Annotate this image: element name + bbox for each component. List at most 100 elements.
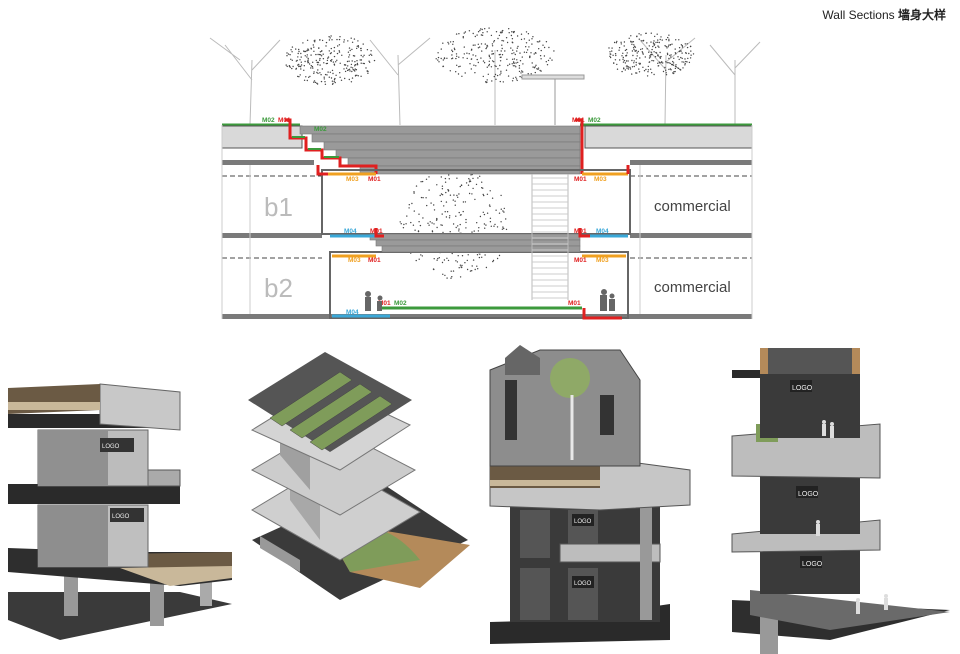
canopy-dot bbox=[480, 43, 483, 45]
canopy-dot bbox=[323, 62, 325, 64]
canopy-dot bbox=[622, 61, 625, 63]
canopy-dot bbox=[456, 261, 459, 263]
canopy-dot bbox=[452, 41, 454, 43]
canopy-dot bbox=[688, 61, 691, 64]
canopy-dot bbox=[503, 207, 505, 210]
canopy-dot bbox=[649, 56, 652, 58]
canopy-dot bbox=[612, 54, 614, 56]
canopy-dot bbox=[483, 213, 486, 216]
canopy-dot bbox=[655, 41, 657, 44]
canopy-dot bbox=[654, 56, 657, 58]
canopy-dot bbox=[441, 194, 444, 196]
canopy-dot bbox=[545, 61, 547, 63]
canopy-dot bbox=[486, 31, 488, 33]
canopy-dot bbox=[624, 69, 626, 71]
canopy-dot bbox=[472, 259, 475, 261]
canopy-dot bbox=[307, 48, 309, 50]
canopy-dot bbox=[681, 52, 683, 54]
canopy-dot bbox=[675, 39, 677, 41]
canopy-dot bbox=[455, 71, 457, 73]
canopy-dot bbox=[457, 196, 459, 198]
canopy-dot bbox=[306, 39, 309, 41]
canopy-dot bbox=[511, 63, 513, 65]
canopy-dot bbox=[440, 193, 443, 195]
canopy-dot bbox=[625, 48, 628, 51]
canopy-dot bbox=[472, 54, 474, 56]
canopy-dot bbox=[422, 197, 424, 199]
canopy-dot bbox=[532, 66, 534, 68]
canopy-dot bbox=[512, 77, 514, 80]
canopy-dot bbox=[448, 178, 450, 180]
canopy-dot bbox=[310, 47, 312, 49]
canopy-dot bbox=[627, 60, 629, 62]
canopy-dot bbox=[322, 53, 324, 55]
canopy-dot bbox=[492, 260, 494, 263]
canopy-dot bbox=[672, 64, 675, 66]
canopy-dot bbox=[546, 63, 549, 66]
canopy-dot bbox=[363, 54, 365, 56]
canopy-dot bbox=[360, 59, 363, 61]
canopy-dot bbox=[508, 28, 510, 30]
canopy-dot bbox=[540, 49, 542, 52]
canopy-dot bbox=[499, 53, 501, 56]
canopy-dot bbox=[448, 174, 450, 176]
canopy-dot bbox=[477, 268, 479, 270]
canopy-dot bbox=[512, 65, 515, 67]
canopy-dot bbox=[346, 69, 349, 72]
canopy-dot bbox=[511, 38, 514, 40]
canopy-dot bbox=[690, 45, 692, 48]
canopy-dot bbox=[516, 47, 518, 49]
canopy-dot bbox=[316, 83, 319, 85]
canopy-dot bbox=[332, 61, 335, 63]
canopy-dot bbox=[609, 51, 611, 53]
canopy-dot bbox=[462, 210, 464, 213]
canopy-dot bbox=[642, 53, 644, 55]
canopy-dot bbox=[442, 59, 444, 61]
canopy-dot bbox=[451, 57, 454, 59]
canopy-dot bbox=[443, 259, 446, 261]
canopy-dot bbox=[653, 73, 655, 76]
canopy-dot bbox=[523, 51, 526, 53]
canopy-dot bbox=[338, 50, 340, 52]
tag-m01: M01 bbox=[568, 300, 581, 307]
canopy-dot bbox=[674, 70, 676, 73]
canopy-dot bbox=[518, 65, 521, 67]
canopy-dot bbox=[685, 60, 687, 63]
canopy-dot bbox=[470, 174, 472, 176]
canopy-dot bbox=[463, 32, 465, 34]
canopy-dot bbox=[456, 194, 458, 197]
canopy-dot bbox=[513, 52, 515, 54]
canopy-dot bbox=[521, 56, 523, 58]
canopy-dot bbox=[428, 189, 430, 191]
canopy-dot bbox=[339, 62, 341, 64]
canopy-dot bbox=[625, 65, 628, 67]
canopy-dot bbox=[503, 211, 505, 213]
canopy-dot bbox=[666, 53, 669, 56]
canopy-dot bbox=[444, 211, 446, 213]
canopy-dot bbox=[631, 50, 634, 52]
canopy-dot bbox=[371, 54, 373, 56]
canopy-dot bbox=[505, 37, 508, 39]
canopy-dot bbox=[665, 61, 667, 63]
canopy-dot bbox=[649, 55, 651, 57]
canopy-dot bbox=[635, 58, 637, 60]
canopy-dot bbox=[300, 52, 302, 55]
canopy-dot bbox=[449, 231, 451, 233]
canopy-dot bbox=[656, 33, 658, 35]
canopy-dot bbox=[499, 80, 501, 83]
canopy-dot bbox=[473, 64, 475, 66]
canopy-dot bbox=[369, 61, 371, 63]
canopy-dot bbox=[338, 44, 341, 46]
canopy-dot bbox=[345, 67, 348, 69]
canopy-dot bbox=[623, 68, 625, 70]
canopy-dot bbox=[488, 54, 490, 56]
canopy-dot bbox=[473, 230, 475, 232]
canopy-dot bbox=[518, 67, 521, 69]
canopy-dot bbox=[481, 50, 483, 52]
canopy-dot bbox=[360, 54, 362, 57]
canopy-dot bbox=[477, 177, 479, 179]
canopy-dot bbox=[526, 49, 529, 51]
canopy-dot bbox=[433, 204, 435, 206]
canopy-dot bbox=[620, 43, 622, 45]
canopy-dot bbox=[501, 228, 504, 230]
